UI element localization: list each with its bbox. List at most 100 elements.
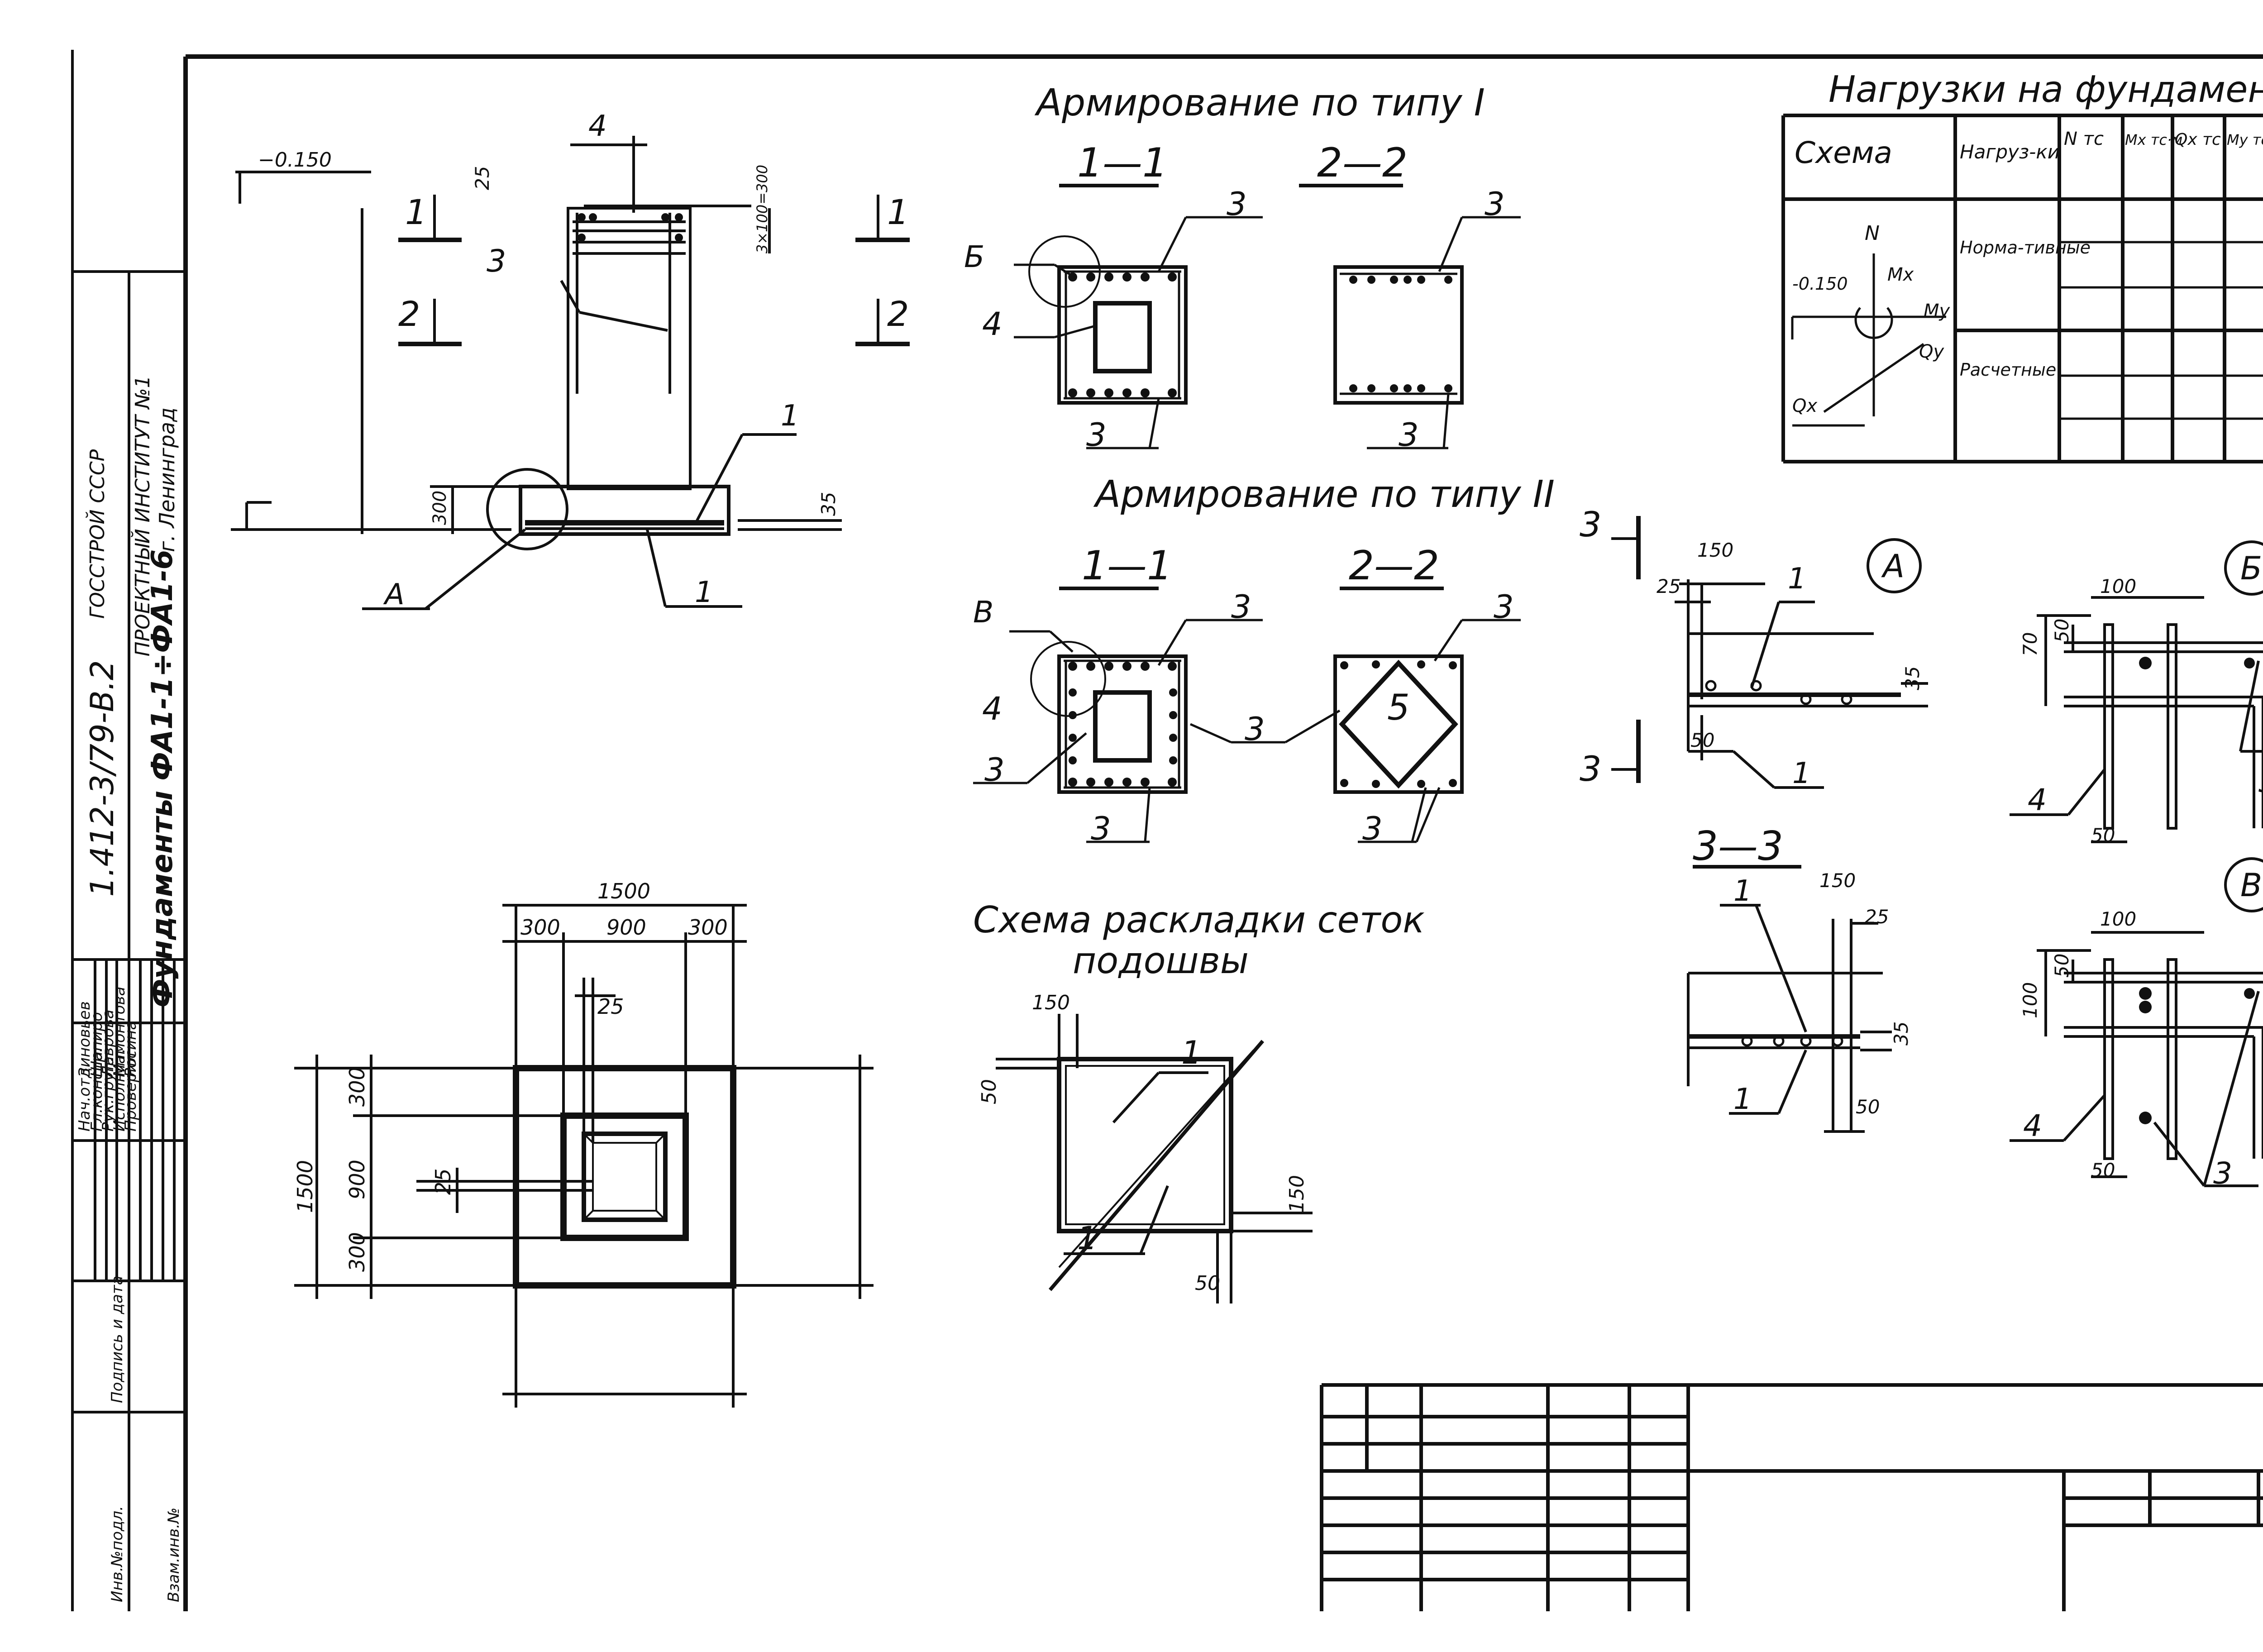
plan-dim-left-1500: 1500 (293, 1160, 317, 1213)
sec33-callout-1a: 1 (1788, 562, 1806, 596)
reinf1-callout-B: Б (964, 239, 984, 274)
mesh-title-1: Схема раскладки сеток (973, 899, 1425, 941)
reinf2-callout-3e: 3 (1494, 588, 1514, 625)
loads-title: Нагрузки на фундамент (1829, 68, 2263, 110)
node-B-dim-50a: 50 (2051, 619, 2073, 643)
loads-header-N: N тс (2064, 129, 2104, 149)
loads-header-Qx: Qx тс (2175, 130, 2221, 149)
stamp-name-3: Лаврова (99, 1009, 117, 1078)
plan-dim-top-1500: 1500 (597, 879, 650, 903)
sec33-dim-50b: 50 (1856, 1096, 1880, 1118)
sec33-dim-35a: 35 (1901, 666, 1924, 690)
mesh-dim-150a: 150 (1032, 991, 1070, 1014)
foundation-elevation: −0.150 25 3×100=300 300 35 4 3 1 A 1 1 2… (231, 110, 910, 611)
sec33-dim-150b: 150 (1819, 869, 1856, 892)
stamp-names: Зиновьев Шапиро Лаврова Мамонтова Росина (76, 987, 140, 1078)
elevation-callout-4: 4 (588, 110, 607, 143)
reinforcement-type-1: Армирование по типу I 1—1 2—2 (964, 81, 1521, 454)
sheet-frame (71, 50, 2263, 1611)
plan-dim-left-300b: 300 (345, 1232, 369, 1272)
reinf2-title: Армирование по типу II (1093, 473, 1555, 516)
section-mark-2-left: 2 (398, 294, 420, 334)
section-3-3: 3 3 3—3 150 25 35 50 1 1 150 25 35 50 1 … (1580, 504, 1928, 1133)
loads-schema-Qy: Qy (1919, 341, 1944, 362)
node-B-label: Б (2240, 550, 2262, 587)
node-B-callout-3: 3 (2258, 764, 2263, 799)
sec33-callout-1c: 1 (1733, 874, 1752, 908)
reinf1-callout-3c: 3 (1485, 186, 1505, 223)
node-B-dim-50b: 50 (2091, 824, 2115, 846)
foundation-plan: 1500 300 900 300 25 1500 300 900 300 25 (293, 879, 874, 1408)
sec33-mark-bottom: 3 (1580, 749, 1601, 789)
stamp-name-2: Шапиро (88, 1012, 106, 1077)
reinf1-sec-b-label: 2—2 (1317, 139, 1408, 186)
loads-table: Нагрузки на фундамент Схема (1781, 68, 2263, 463)
node-B-dim-70: 70 (2019, 632, 2041, 656)
mesh-callout-1a: 1 (1181, 1034, 1202, 1071)
plan-dim-left-900: 900 (345, 1160, 369, 1199)
node-A-label: А (1881, 548, 1905, 585)
reinf1-callout-3a: 3 (1227, 186, 1247, 223)
loads-schema-Qx: Qx (1792, 396, 1817, 416)
stamp-org-2: ПРОЕКТНЫЙ ИНСТИТУТ №1 (130, 376, 154, 657)
stamp-role-5: Проверил (122, 1053, 140, 1132)
node-V-dim-100b: 100 (2019, 982, 2041, 1018)
node-V-callout-3: 3 (2213, 1156, 2232, 1191)
stamp-role-3: Рук.груп. (99, 1057, 117, 1132)
stamp-series: 1.412-3/79-В.2 (84, 660, 121, 897)
node-V-dim-50a: 50 (2051, 954, 2073, 978)
mesh-dim-50b: 50 (1195, 1272, 1220, 1295)
reinf2-sec-b-label: 2—2 (1349, 542, 1439, 589)
stamp-margin: Инв.№подл. Подпись и дата Взам.инв.№ (108, 1275, 183, 1602)
elevation-callout-A: A (383, 578, 405, 611)
sec33-title: 3—3 (1693, 823, 1783, 869)
title-block (1320, 1383, 2263, 1611)
stamp-margin-1: Инв.№подл. (108, 1506, 126, 1602)
stamp-org-1: ГОССТРОЙ СССР (85, 449, 109, 619)
sec33-dim-25b: 25 (1865, 906, 1889, 928)
node-B-callout-4: 4 (2028, 783, 2047, 817)
stamp-name-1: Зиновьев (76, 1001, 94, 1077)
node-B-dim-100: 100 (2100, 575, 2136, 597)
sec33-dim-25a: 25 (1657, 575, 1681, 597)
mesh-title-2: подошвы (1073, 940, 1249, 982)
sec33-callout-1d: 1 (1733, 1083, 1752, 1116)
reinf1-title: Армирование по типу I (1034, 81, 1485, 124)
sec33-dim-150a: 150 (1697, 539, 1733, 561)
plan-dim-left-300a: 300 (345, 1067, 369, 1107)
reinf2-callout-3a: 3 (1231, 588, 1251, 625)
node-V-callout-4: 4 (2023, 1108, 2042, 1143)
stamp-role-4: Исполнит. (110, 1048, 129, 1132)
node-b-detail: Б 100 70 50 50 4 3 (2010, 540, 2263, 846)
plan-dim-top-900: 900 (606, 915, 646, 940)
stamp-org-3: г. Ленинград (155, 407, 179, 552)
stamp-margin-2: Подпись и дата (108, 1275, 126, 1403)
reinf2-callout-3d: 3 (1245, 711, 1265, 748)
stamp-roles: Нач.отд. Гл.констр. Рук.груп. Исполнит. … (76, 1047, 140, 1132)
section-mark-2-right: 2 (887, 294, 909, 334)
sec33-callout-1b: 1 (1792, 757, 1811, 790)
section-mark-1-right: 1 (887, 192, 909, 232)
stamp-sheet-title: Фундаменты ФА1-1÷ФА1-6 (146, 549, 179, 1007)
node-V-dim-50b: 50 (2091, 1159, 2115, 1181)
loads-schema-level: -0.150 (1792, 274, 1848, 294)
loads-header-nagruzki: Нагруз-ки (1960, 141, 2060, 163)
reinf2-callout-3f: 3 (1362, 810, 1383, 847)
loads-schema-My: My (1924, 301, 1951, 321)
loads-header-Mx: Mx тс·м (2125, 131, 2182, 148)
reinforcement-type-2: Армирование по типу II 1—1 2—2 (973, 473, 1555, 847)
reinf2-callout-3b: 3 (984, 751, 1005, 788)
plan-dim-top-25: 25 (597, 994, 624, 1019)
reinf2-callout-4: 4 (982, 690, 1003, 727)
stamp-name-4: Мамонтова (110, 987, 129, 1077)
plan-dim-left-25: 25 (431, 1168, 455, 1195)
reinf2-callout-3c: 3 (1091, 810, 1111, 847)
sec33-dim-50a: 50 (1690, 729, 1714, 751)
mesh-dim-150b: 150 (1285, 1175, 1308, 1213)
elevation-dim-300: 300 (430, 491, 450, 525)
elevation-callout-1b: 1 (695, 576, 713, 609)
elevation-dim-35: 35 (817, 492, 840, 516)
stamp-margin-3: Взам.инв.№ (165, 1508, 183, 1602)
loads-schema-N: N (1865, 222, 1880, 245)
